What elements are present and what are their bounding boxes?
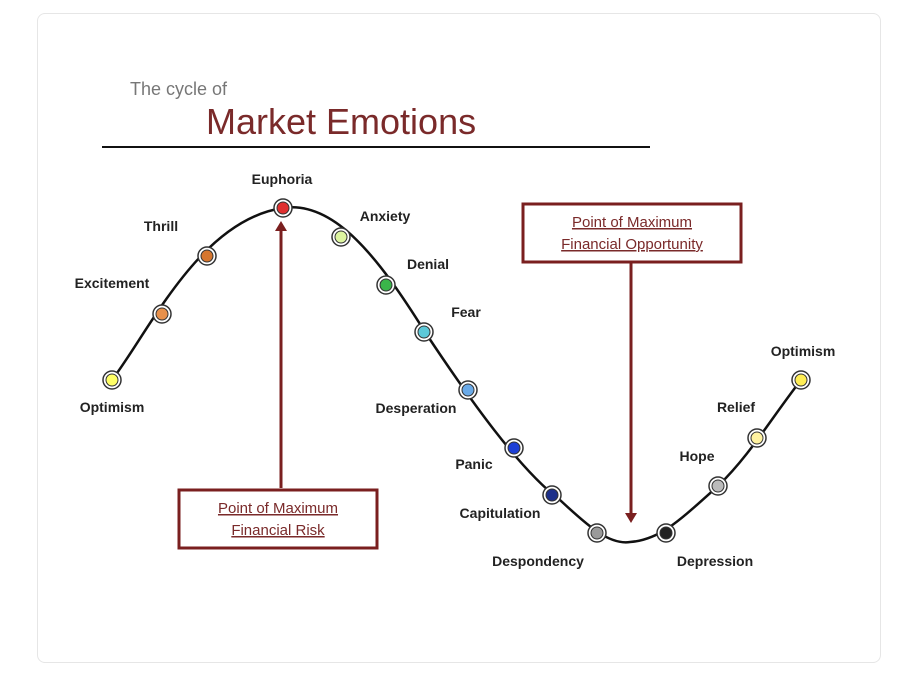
stage-despondency: Despondency <box>492 523 607 569</box>
stage-denial-label: Denial <box>407 256 449 272</box>
stage-hope-marker <box>711 479 725 493</box>
stage-fear-marker <box>417 325 431 339</box>
stage-optimism-start: Optimism <box>80 370 145 415</box>
stage-optimism-start-marker <box>105 373 119 387</box>
stage-excitement-label: Excitement <box>75 275 150 291</box>
stage-optimism-start-label: Optimism <box>80 399 145 415</box>
stage-panic-label: Panic <box>455 456 493 472</box>
stage-despondency-marker <box>590 526 604 540</box>
stage-anxiety: Anxiety <box>331 208 411 247</box>
diagram-subtitle: The cycle of <box>130 79 228 99</box>
stage-panic-marker <box>507 441 521 455</box>
stage-excitement: Excitement <box>75 275 172 324</box>
stage-euphoria-marker <box>276 201 290 215</box>
stage-despondency-label: Despondency <box>492 553 584 569</box>
stage-capitulation-marker <box>545 488 559 502</box>
callout-opportunity-line1: Point of Maximum <box>572 214 692 231</box>
stage-capitulation: Capitulation <box>460 485 562 521</box>
stage-thrill-label: Thrill <box>144 218 178 234</box>
stage-depression: Depression <box>656 523 753 569</box>
stage-depression-label: Depression <box>677 553 753 569</box>
stage-euphoria: Euphoria <box>252 171 313 218</box>
callout-risk-line2: Financial Risk <box>231 522 325 539</box>
diagram-title: Market Emotions <box>206 101 476 142</box>
callout-max-risk: Point of Maximum Financial Risk <box>177 488 379 550</box>
stage-anxiety-marker <box>334 230 348 244</box>
callout-risk-line1: Point of Maximum <box>218 500 338 517</box>
callout-max-opportunity: Point of Maximum Financial Opportunity <box>521 202 743 264</box>
stage-euphoria-label: Euphoria <box>252 171 313 187</box>
stage-hope-label: Hope <box>680 448 715 464</box>
stage-depression-marker <box>659 526 673 540</box>
stage-desperation-label: Desperation <box>376 400 457 416</box>
stage-optimism-end: Optimism <box>771 343 836 390</box>
stage-desperation-marker <box>461 383 475 397</box>
stage-excitement-marker <box>155 307 169 321</box>
stage-optimism-end-marker <box>794 373 808 387</box>
stage-thrill: Thrill <box>144 218 217 266</box>
stage-denial: Denial <box>376 256 449 295</box>
stage-thrill-marker <box>200 249 214 263</box>
stage-denial-marker <box>379 278 393 292</box>
stage-relief-marker <box>750 431 764 445</box>
stage-panic: Panic <box>455 438 524 472</box>
callout-opportunity-line2: Financial Opportunity <box>561 236 703 253</box>
stage-hope: Hope <box>680 448 728 496</box>
stage-optimism-end-label: Optimism <box>771 343 836 359</box>
stage-fear: Fear <box>414 304 481 342</box>
stage-fear-label: Fear <box>451 304 481 320</box>
stage-anxiety-label: Anxiety <box>360 208 411 224</box>
stage-relief: Relief <box>717 399 767 448</box>
diagram-card <box>37 13 881 663</box>
stage-capitulation-label: Capitulation <box>460 505 541 521</box>
stage-relief-label: Relief <box>717 399 755 415</box>
stage-desperation: Desperation <box>376 380 478 416</box>
